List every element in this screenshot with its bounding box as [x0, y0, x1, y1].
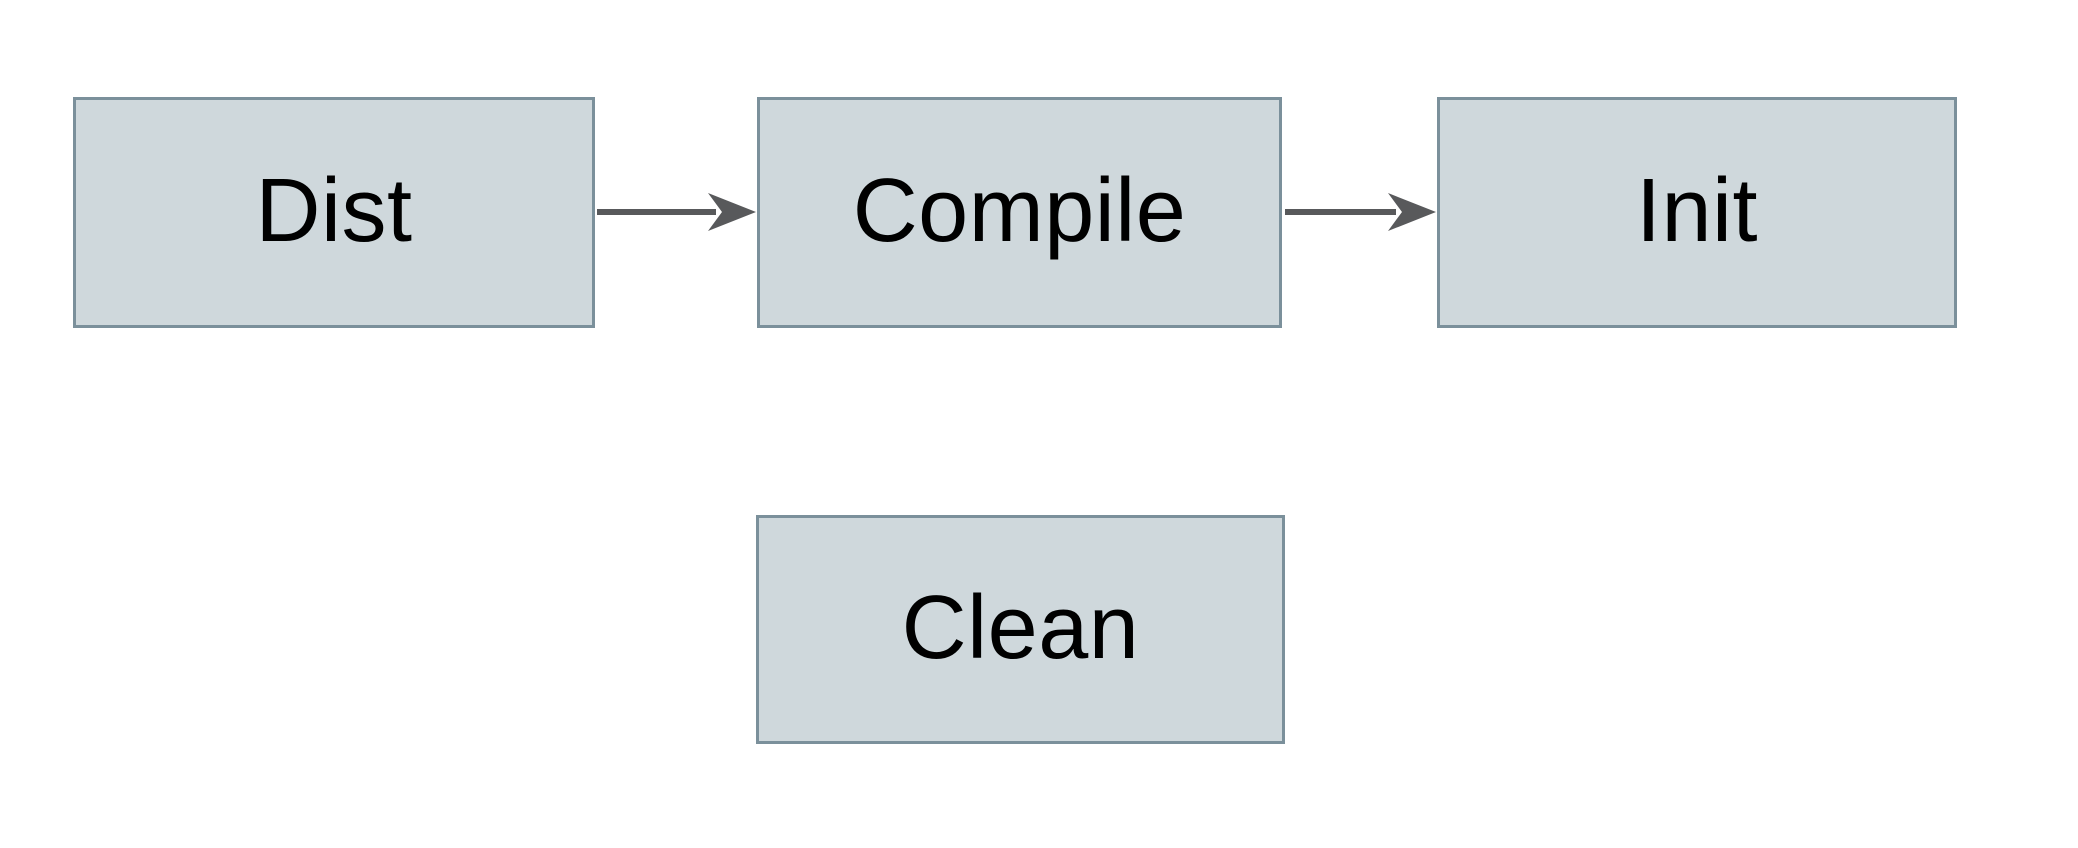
node-dist-label: Dist [255, 160, 413, 261]
node-init-label: Init [1635, 160, 1759, 261]
node-compile[interactable]: Compile [757, 97, 1282, 328]
arrow-compile-to-init-head [1388, 193, 1436, 231]
arrow-dist-to-compile[interactable] [597, 193, 756, 231]
node-clean-label: Clean [901, 577, 1140, 678]
node-compile-label: Compile [852, 160, 1187, 261]
arrow-dist-to-compile-head [708, 193, 756, 231]
node-init[interactable]: Init [1437, 97, 1957, 328]
node-dist[interactable]: Dist [73, 97, 595, 328]
arrow-compile-to-init[interactable] [1285, 193, 1436, 231]
node-clean[interactable]: Clean [756, 515, 1285, 744]
